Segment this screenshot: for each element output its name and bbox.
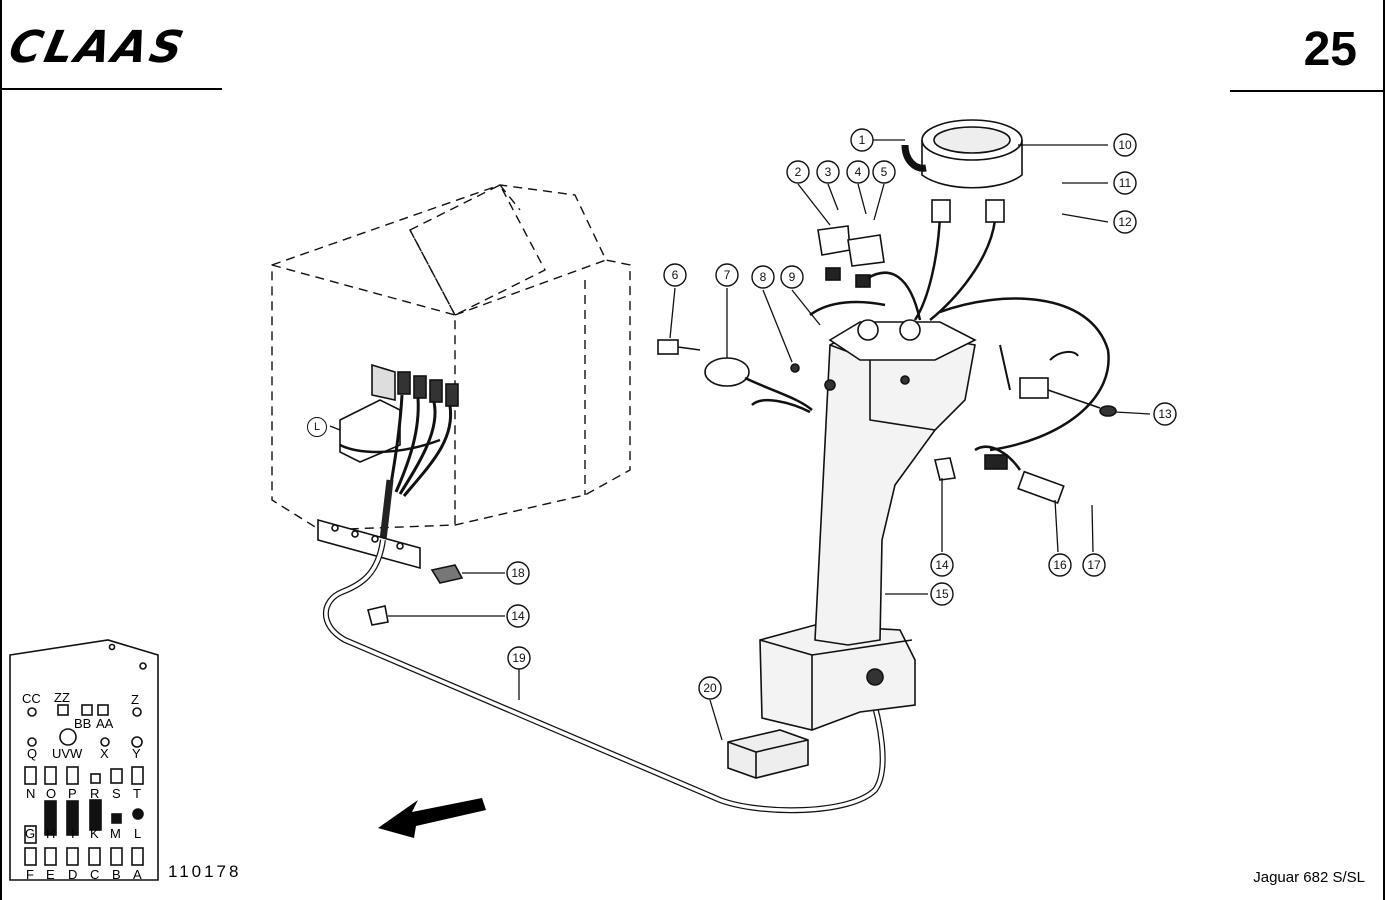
cb-row1-3: AA — [96, 716, 114, 731]
callout-number-6: 6 — [671, 268, 679, 282]
callout-number-9: 9 — [788, 270, 796, 284]
cb-row3-1: O — [46, 786, 57, 801]
detail-marker-label: L — [313, 421, 321, 433]
callout-circle-12 — [1113, 210, 1137, 234]
callout-circle-3 — [816, 160, 840, 184]
callout-circle-16 — [1048, 553, 1072, 577]
plate-18 — [430, 564, 464, 584]
cb-row3-4: S — [112, 786, 121, 801]
cb-row4-5: L — [134, 826, 142, 841]
cb-row5-4: B — [112, 867, 121, 882]
callout-circle-17 — [1082, 553, 1106, 577]
drawing-number: 110178 — [168, 862, 242, 881]
clip-14-lower — [367, 605, 389, 626]
cb-row2-1: UVW — [52, 746, 83, 761]
frame-left-edge — [0, 0, 2, 900]
callout-number-20: 20 — [703, 681, 717, 695]
direction-arrow — [378, 798, 486, 838]
callout-circle-14 — [506, 604, 530, 628]
callout-circle-5 — [872, 160, 896, 184]
cb-row3-2: P — [68, 786, 77, 801]
callout-number-4: 4 — [854, 165, 862, 179]
callout-number-16: 16 — [1053, 558, 1067, 572]
callout-circle-15 — [930, 582, 954, 606]
cb-row4-4: M — [110, 826, 121, 841]
callout-circle-20 — [698, 676, 722, 700]
callout-number-11: 11 — [1118, 176, 1132, 190]
cb-row2-0: Q — [27, 746, 38, 761]
cb-row1-1: ZZ — [54, 690, 70, 705]
callout-circle-6 — [663, 263, 687, 287]
cb-row3-3: R — [90, 786, 100, 801]
callout-number-14: 14 — [935, 558, 949, 572]
socket-16 — [974, 445, 1065, 505]
callout-circle-7 — [715, 263, 739, 287]
callout-circles — [506, 128, 1177, 700]
callout-circle-2 — [786, 160, 810, 184]
callout-number-18: 18 — [511, 566, 525, 580]
leader-lines — [329, 139, 1151, 741]
callout-circle-10 — [1113, 133, 1137, 157]
callout-circle-8 — [751, 265, 775, 289]
cb-row2-3: Y — [132, 746, 141, 761]
callout-number-14: 14 — [511, 609, 525, 623]
tachometer-10 — [901, 119, 1023, 189]
conduit-19 — [323, 539, 886, 814]
callout-number-7: 7 — [723, 268, 731, 282]
callout-number-15: 15 — [935, 587, 949, 601]
cb-row4-0: G — [25, 826, 36, 841]
callout-number-19: 19 — [512, 651, 526, 665]
ignition-key-and-switch — [657, 339, 813, 414]
frame-right-edge — [1383, 0, 1385, 900]
header-rule-left — [0, 88, 222, 90]
callout-number-5: 5 — [880, 165, 888, 179]
cb-row5-3: C — [90, 867, 100, 882]
cb-row5-1: E — [46, 867, 55, 882]
box-20 — [727, 729, 809, 779]
callout-number-8: 8 — [759, 270, 767, 284]
cb-row4-2: I — [71, 826, 75, 841]
page-number: 25 — [1303, 23, 1357, 76]
callout-number-10: 10 — [1118, 138, 1132, 152]
cb-row5-0: F — [26, 867, 34, 882]
clip-14-upper — [934, 457, 956, 481]
callout-circle-11 — [1113, 171, 1137, 195]
header-rule-right — [1230, 90, 1385, 92]
light-switch-13 — [999, 344, 1117, 417]
cb-row1-4: Z — [131, 692, 139, 707]
cb-row4-3: K — [90, 826, 99, 841]
callout-number-3: 3 — [824, 165, 832, 179]
detail-marker-L: L — [307, 417, 327, 437]
cb-row1-2: BB — [74, 716, 92, 731]
callout-circle-9 — [780, 265, 804, 289]
callout-number-12: 12 — [1118, 215, 1132, 229]
model-name: Jaguar 682 S/SL — [1253, 869, 1365, 886]
cb-row3-5: T — [133, 786, 141, 801]
relay-block-L — [317, 363, 459, 570]
rocker-switches-2-5 — [809, 199, 1110, 452]
callout-number-13: 13 — [1158, 407, 1172, 421]
steering-column-15 — [759, 319, 977, 731]
cb-row2-2: X — [100, 746, 109, 761]
callout-circle-19 — [507, 646, 531, 670]
callout-circle-14 — [930, 553, 954, 577]
cb-row4-1: H — [46, 826, 56, 841]
callout-number-17: 17 — [1087, 558, 1101, 572]
cab-outline — [271, 184, 631, 531]
callout-number-2: 2 — [794, 165, 802, 179]
cb-row1-0: CC — [22, 691, 41, 706]
callout-circle-4 — [846, 160, 870, 184]
cb-row5-2: D — [68, 867, 78, 882]
cb-row3-0: N — [26, 786, 36, 801]
cb-row5-5: A — [133, 867, 142, 882]
callout-circle-18 — [506, 561, 530, 585]
callout-circle-13 — [1153, 402, 1177, 426]
callout-circle-1 — [850, 128, 874, 152]
callout-number-1: 1 — [858, 133, 866, 147]
